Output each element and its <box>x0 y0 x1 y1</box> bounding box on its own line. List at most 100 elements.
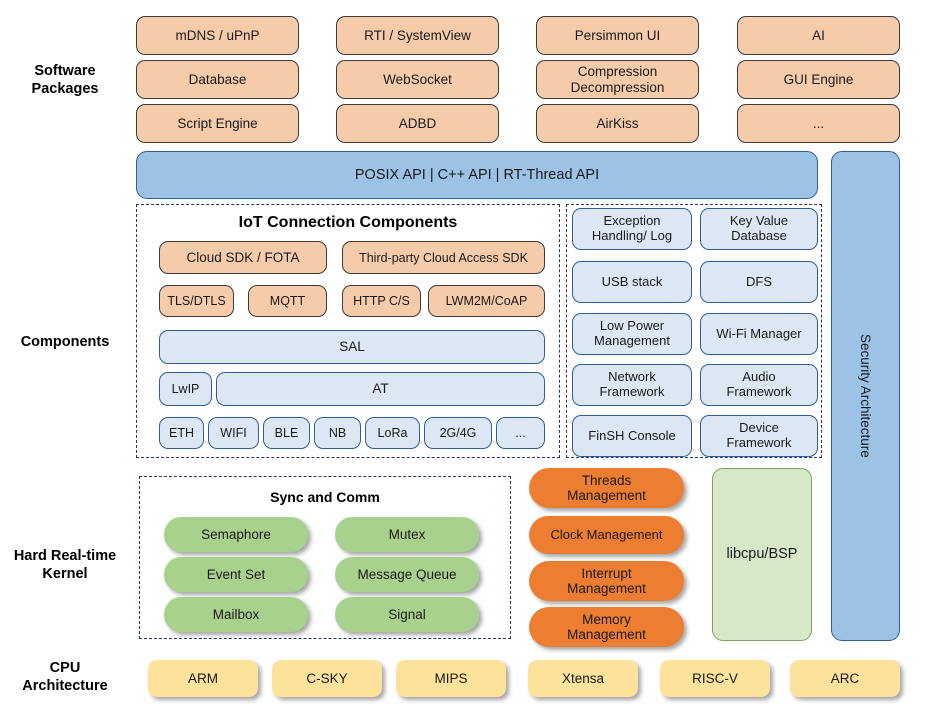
kernel-management-box[interactable]: Memory Management <box>529 607 684 647</box>
api-bar[interactable]: POSIX API | C++ API | RT-Thread API <box>136 151 818 199</box>
sync-label: Event Set <box>206 566 266 582</box>
iot-link-box[interactable]: LoRa <box>365 417 420 449</box>
component-label: Exception Handling/ Log <box>591 213 673 243</box>
component-label: DFS <box>746 273 772 289</box>
component-label: USB stack <box>601 273 663 289</box>
component-label: Device Framework <box>726 420 792 450</box>
iot-link-box[interactable]: ETH <box>159 417 204 449</box>
package-label: GUI Engine <box>783 71 854 87</box>
component-box[interactable]: Low Power Management <box>572 313 692 355</box>
iot-link-box[interactable]: 2G/4G <box>424 417 492 449</box>
component-box[interactable]: Key Value Database <box>700 208 818 250</box>
component-label: Network Framework <box>599 369 665 399</box>
cpu-arch-box[interactable]: RISC-V <box>660 660 770 697</box>
component-box[interactable]: Wi-Fi Manager <box>700 313 818 355</box>
cpu-arch-box[interactable]: Xtensa <box>528 660 638 697</box>
iot-link-box[interactable]: NB <box>314 417 361 449</box>
kernel-management-label: Clock Management <box>550 526 663 542</box>
iot-protocol-label: LWM2M/CoAP <box>445 294 528 308</box>
component-box[interactable]: Exception Handling/ Log <box>572 208 692 250</box>
package-box[interactable]: ... <box>737 104 900 143</box>
cpu-arch-box[interactable]: C-SKY <box>272 660 382 697</box>
component-label: Key Value Database <box>729 213 789 243</box>
iot-link-label: LoRa <box>377 426 408 440</box>
package-box[interactable]: RTI / SystemView <box>336 16 499 55</box>
package-label: RTI / SystemView <box>364 27 471 43</box>
sync-box[interactable]: Message Queue <box>335 557 479 592</box>
package-box[interactable]: AI <box>737 16 900 55</box>
package-box[interactable]: mDNS / uPnP <box>136 16 299 55</box>
row-label-components-text: Components <box>20 333 110 350</box>
cpu-arch-label: ARC <box>830 670 860 686</box>
sync-and-comm-panel <box>139 476 511 639</box>
kernel-management-box[interactable]: Interrupt Management <box>529 561 684 601</box>
libcpu-bsp-label: libcpu/BSP <box>726 546 798 563</box>
sync-panel-title-text: Sync and Comm <box>270 489 380 505</box>
iot-sal-label: SAL <box>339 339 365 355</box>
iot-lwip-label: LwIP <box>171 382 200 396</box>
sync-label: Mutex <box>388 526 426 542</box>
iot-at-label: AT <box>372 381 389 397</box>
iot-cloud-box[interactable]: Third-party Cloud Access SDK <box>342 241 545 274</box>
iot-protocol-label: HTTP C/S <box>353 294 410 308</box>
component-box[interactable]: USB stack <box>572 261 692 303</box>
cpu-arch-box[interactable]: ARC <box>790 660 900 697</box>
iot-protocol-box[interactable]: HTTP C/S <box>342 285 421 317</box>
package-label: Script Engine <box>177 115 258 131</box>
security-architecture-bar[interactable]: Security Architecture <box>831 151 900 641</box>
component-box[interactable]: Audio Framework <box>700 364 818 406</box>
iot-protocol-box[interactable]: MQTT <box>248 285 327 317</box>
libcpu-bsp-box[interactable]: libcpu/BSP <box>712 468 812 641</box>
iot-at-box[interactable]: AT <box>216 372 545 406</box>
kernel-management-label: Threads Management <box>567 472 646 503</box>
sync-box[interactable]: Mutex <box>335 517 479 552</box>
iot-link-box[interactable]: ... <box>496 417 545 449</box>
sync-box[interactable]: Mailbox <box>164 597 308 632</box>
component-grid-panel <box>566 204 822 458</box>
package-label: ADBD <box>398 115 437 131</box>
api-bar-label: POSIX API | C++ API | RT-Thread API <box>354 166 600 183</box>
sync-box[interactable]: Signal <box>335 597 479 632</box>
sync-box[interactable]: Semaphore <box>164 517 308 552</box>
kernel-management-box[interactable]: Clock Management <box>529 516 684 554</box>
iot-protocol-box[interactable]: LWM2M/CoAP <box>428 285 545 317</box>
iot-cloud-label: Cloud SDK / FOTA <box>186 249 300 265</box>
package-label: Database <box>188 71 247 87</box>
package-box[interactable]: Compression Decompression <box>536 60 699 99</box>
package-box[interactable]: AirKiss <box>536 104 699 143</box>
row-label-kernel: Hard Real-time Kernel <box>0 543 130 587</box>
component-box[interactable]: Network Framework <box>572 364 692 406</box>
component-box[interactable]: DFS <box>700 261 818 303</box>
iot-link-label: ETH <box>169 426 194 440</box>
sync-box[interactable]: Event Set <box>164 557 308 592</box>
sync-label: Message Queue <box>357 566 457 582</box>
iot-link-box[interactable]: WIFI <box>208 417 259 449</box>
kernel-management-box[interactable]: Threads Management <box>529 468 684 508</box>
iot-link-label: WIFI <box>220 426 247 440</box>
package-box[interactable]: GUI Engine <box>737 60 900 99</box>
iot-sal-box[interactable]: SAL <box>159 330 545 364</box>
package-box[interactable]: ADBD <box>336 104 499 143</box>
iot-cloud-box[interactable]: Cloud SDK / FOTA <box>159 241 327 274</box>
iot-protocol-box[interactable]: TLS/DTLS <box>159 285 234 317</box>
package-box[interactable]: Persimmon UI <box>536 16 699 55</box>
package-box[interactable]: Script Engine <box>136 104 299 143</box>
package-label: ... <box>812 115 825 131</box>
cpu-arch-box[interactable]: MIPS <box>396 660 506 697</box>
component-box[interactable]: FinSH Console <box>572 415 692 457</box>
package-label: Persimmon UI <box>574 27 661 43</box>
iot-panel-title-text: IoT Connection Components <box>238 214 458 231</box>
component-box[interactable]: Device Framework <box>700 415 818 457</box>
package-box[interactable]: Database <box>136 60 299 99</box>
sync-label: Semaphore <box>201 526 271 542</box>
iot-link-label: BLE <box>274 426 299 440</box>
cpu-arch-box[interactable]: ARM <box>148 660 258 697</box>
package-box[interactable]: WebSocket <box>336 60 499 99</box>
iot-link-box[interactable]: BLE <box>263 417 310 449</box>
security-architecture-label: Security Architecture <box>858 334 874 458</box>
cpu-arch-label: C-SKY <box>306 670 348 686</box>
iot-lwip-box[interactable]: LwIP <box>159 372 212 406</box>
row-label-cpu-architecture: CPU Architecture <box>0 655 130 699</box>
iot-cloud-label: Third-party Cloud Access SDK <box>359 250 528 265</box>
iot-panel-title: IoT Connection Components <box>136 214 560 232</box>
